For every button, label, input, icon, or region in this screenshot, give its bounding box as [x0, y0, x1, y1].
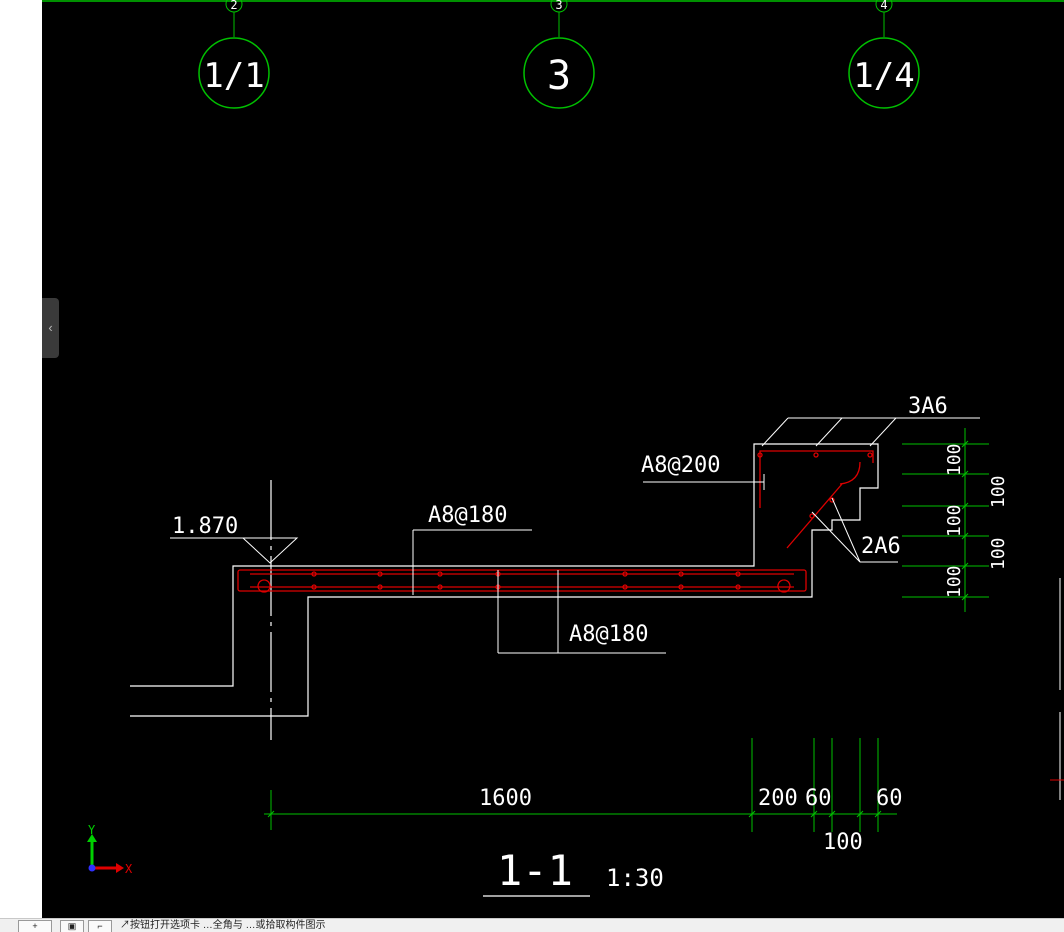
left-panel-strip: [0, 0, 43, 918]
ucs-y-label: Y: [88, 823, 96, 837]
grid-axis-3[interactable]: 3 3: [523, 0, 595, 109]
rebar-label-top-bars: 3A6: [908, 394, 948, 419]
dim-label-horizontal: 100: [823, 830, 863, 855]
axis-label: 1/4: [853, 56, 914, 96]
ucs-x-label: X: [125, 862, 133, 876]
elevation-marker: 1.870: [170, 514, 299, 564]
bottom-dimension-chain: [264, 738, 897, 832]
rebar-label-corner-bars: 2A6: [861, 534, 901, 559]
dim-label-vertical: 100: [988, 475, 1009, 508]
rebar-label-bottom-slab: A8@180: [569, 622, 648, 647]
layout-button[interactable]: ▣: [60, 920, 84, 932]
dim-label-vertical: 100: [944, 443, 965, 476]
bottom-status-bar: + ▣ ⌐ ↗按钮打开选项卡 …全角与 …或拾取构件图示: [0, 918, 1064, 932]
elevation-label: 1.870: [172, 514, 238, 539]
dim-label-vertical: 100: [944, 565, 965, 598]
grid-axis-4[interactable]: 4 1/4: [848, 0, 920, 109]
rebar-label-top-slab: A8@180: [428, 503, 507, 528]
dim-label-horizontal: 200: [758, 786, 798, 811]
dim-label-vertical: 100: [988, 537, 1009, 570]
axis-label: 3: [547, 53, 571, 99]
grid-mark-label: 3: [555, 0, 562, 12]
dim-label-horizontal: 60: [876, 786, 903, 811]
dim-label-horizontal: 60: [805, 786, 832, 811]
add-button[interactable]: +: [18, 920, 52, 932]
grid-mark-label: 4: [880, 0, 887, 12]
slab-rebar: [237, 569, 807, 593]
rebar-label-upstand: A8@200: [641, 453, 720, 478]
ucs-icon: Y X: [87, 823, 133, 876]
section-title: 1-1: [497, 846, 573, 895]
cad-drawing-svg[interactable]: 2 1/1 3 3 4 1/4 1.870: [42, 0, 1064, 918]
section-scale: 1:30: [606, 864, 664, 892]
axis-label: 1/1: [203, 56, 264, 96]
status-text: ↗按钮打开选项卡 …全角与 …或拾取构件图示: [120, 920, 326, 931]
leader-lines: [412, 417, 980, 654]
grid-axis-2[interactable]: 2 1/1: [198, 0, 270, 109]
section-outline: [130, 443, 879, 740]
right-dimension-chain: [902, 428, 989, 612]
dim-label-horizontal: 1600: [479, 786, 532, 811]
upstand-rebar: [757, 450, 874, 549]
tool-button[interactable]: ⌐: [88, 920, 112, 932]
grid-mark-label: 2: [230, 0, 237, 12]
panel-collapse-button[interactable]: ‹: [42, 298, 59, 358]
cad-drawing-canvas[interactable]: 2 1/1 3 3 4 1/4 1.870: [42, 0, 1064, 918]
dim-label-vertical: 100: [944, 504, 965, 537]
